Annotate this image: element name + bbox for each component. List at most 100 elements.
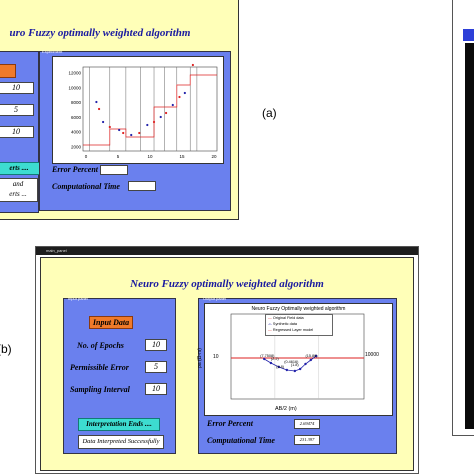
- chart-b-annotation: (1.8): [291, 363, 300, 367]
- chart-a-point: [118, 128, 121, 132]
- chart-b-ytick-right: 10000: [365, 352, 379, 358]
- chart-b-annotation: (15.86): [305, 354, 318, 358]
- chart-a-point: [130, 133, 133, 137]
- computational-time-label: Computational Time: [52, 182, 120, 191]
- input-data-button[interactable]: Input Data: [89, 316, 133, 329]
- chart-b-annotation: (2.2): [271, 357, 280, 361]
- error-percent-value: [100, 165, 128, 175]
- input-panel-tag: Input panel: [68, 296, 88, 301]
- legend-regressed-text: Regressed Layer model: [272, 328, 314, 332]
- chart-a-point: [97, 107, 101, 111]
- computational-time-value: 231.397: [294, 435, 320, 445]
- chart-b-legend: — Original Field data -•- Synthetic data…: [265, 314, 333, 336]
- output-panel-tag: Output panel: [203, 296, 226, 301]
- chart-b-point: [277, 365, 281, 369]
- chart-a-point: [171, 103, 174, 107]
- window-b-frame: main_panel Neuro Fuzzy optimally weighte…: [35, 246, 419, 474]
- interpretation-button[interactable]: Interpretation Ends ....: [78, 418, 160, 431]
- chart-a-point: [108, 125, 111, 129]
- chart-b-point: [298, 367, 302, 371]
- figure-label-a: (a): [262, 106, 277, 120]
- chart-a-point: [95, 100, 98, 104]
- chart-a-ytick: 10000: [68, 85, 81, 90]
- window-a-input-panel: 10 5 10 erts .... and erts ...: [0, 51, 40, 213]
- chart-b-point: [293, 369, 297, 373]
- output-panel: Output panel (7.7508)(2.2)(0.4616)(1.8)(…: [197, 296, 397, 454]
- chart-b-point: [263, 357, 266, 361]
- chart-b-annotation: (7.7508): [260, 354, 275, 358]
- epochs-field[interactable]: 10: [145, 339, 167, 351]
- legend-synthetic-text: Synthetic data: [272, 322, 297, 326]
- chart-a-xtick: 20: [211, 154, 217, 159]
- epochs-label: No. of Epochs: [77, 341, 124, 350]
- chart-b-ylabel: ρa (Ω-m): [197, 348, 203, 368]
- legend-synthetic: -•- Synthetic data: [268, 322, 297, 326]
- permissible-error-label: Permissible Error: [70, 363, 129, 372]
- permissible-error-field[interactable]: 5: [0, 104, 34, 116]
- chart-a-xtick: 10: [147, 154, 153, 159]
- window-c-titlebar: [463, 29, 474, 41]
- chart-b-title: Neuro Fuzzy Optimally weighted algorithm: [251, 306, 346, 312]
- error-percent-value: 2.69474: [294, 419, 320, 429]
- chart-a-point: [138, 131, 141, 135]
- chart-a-point: [146, 123, 149, 127]
- status-line-2: erts ...: [9, 190, 27, 198]
- window-a-title: uro Fuzzy optimally weighted algorithm: [9, 27, 191, 39]
- interpretation-button[interactable]: erts ....: [0, 162, 40, 175]
- sampling-interval-label: Sampling Interval: [70, 385, 130, 394]
- chart-b-point: [314, 354, 318, 358]
- window-c-body: [465, 43, 474, 429]
- computational-time-value: [128, 181, 156, 191]
- chart-a-xtick: 5: [117, 154, 120, 159]
- chart-a-ytick: 8000: [71, 100, 82, 105]
- chart-a-point: [122, 131, 125, 135]
- legend-regressed: — Regressed Layer model: [268, 328, 314, 332]
- chart-b-point: [269, 361, 273, 365]
- chart-a-point: [178, 95, 181, 99]
- window-b-titlebar-text: main_panel: [46, 248, 67, 253]
- chart-a-ytick: 4000: [71, 130, 82, 135]
- chart-a-point: [183, 91, 186, 95]
- chart-b-ytick-left: 10: [213, 354, 219, 360]
- error-percent-label: Error Percent: [52, 165, 98, 174]
- chart-b-point: [285, 368, 289, 372]
- chart-a-ytick: 12000: [68, 71, 81, 76]
- panel-tag: Experiment: [42, 49, 63, 54]
- sampling-interval-field[interactable]: 10: [145, 383, 167, 395]
- legend-original: — Original Field data: [268, 316, 304, 320]
- chart-b-xlabel: AB/2 (m): [275, 406, 297, 412]
- figure-label-b: (b): [0, 342, 12, 356]
- legend-original-text: Original Field data: [272, 316, 304, 320]
- chart-a-ytick: 2000: [71, 145, 82, 150]
- chart-b-annotation: (4.8): [276, 365, 285, 369]
- input-panel: Input panel Input Data No. of Epochs 10 …: [63, 296, 176, 454]
- chart-b-point: [309, 358, 312, 362]
- error-percent-label: Error Percent: [207, 419, 253, 428]
- chart-a-point: [152, 120, 156, 124]
- chart-b-annotation: (0.4616): [284, 360, 299, 364]
- chart-a-ytick: 6000: [71, 115, 82, 120]
- chart-b-point: [304, 362, 307, 366]
- window-b: Neuro Fuzzy optimally weighted algorithm…: [40, 257, 414, 471]
- chart-a-point: [102, 120, 105, 124]
- permissible-error-field[interactable]: 5: [145, 361, 167, 373]
- window-b-title: Neuro Fuzzy optimally weighted algorithm: [130, 278, 324, 290]
- chart-a-point: [164, 111, 168, 115]
- chart-a-point: [159, 115, 162, 119]
- window-a: uro Fuzzy optimally weighted algorithm 1…: [0, 0, 239, 220]
- chart-a-point: [191, 63, 194, 67]
- chart-b-plot: (7.7508)(2.2) (0.4616)(1.8) (15.86) (4.8) N…: [197, 303, 393, 416]
- input-data-button[interactable]: [0, 64, 16, 78]
- status-box: Data Interpreted Successfully: [78, 435, 164, 449]
- status-line-1: and: [12, 180, 24, 188]
- epochs-field[interactable]: 10: [0, 82, 34, 94]
- window-b-titlebar: main_panel: [36, 247, 418, 255]
- window-c: [452, 0, 474, 436]
- chart-a-xtick: 15: [179, 154, 185, 159]
- computational-time-label: Computational Time: [207, 436, 275, 445]
- sampling-interval-field[interactable]: 10: [0, 126, 34, 138]
- status-box: and erts ...: [0, 178, 38, 202]
